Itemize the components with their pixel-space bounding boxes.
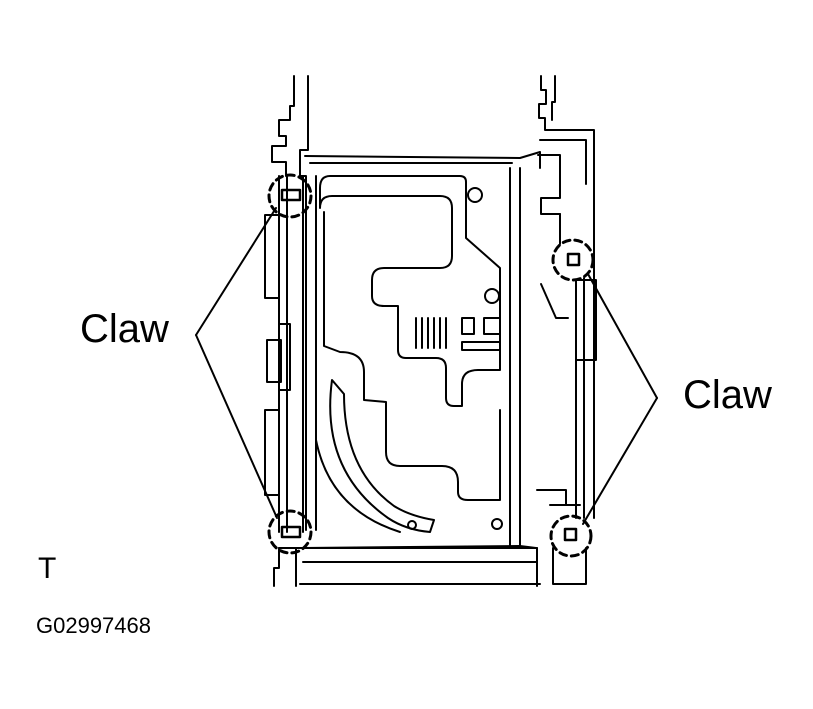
figure-id-label: G02997468 — [36, 613, 151, 638]
claw-marker-top-left — [267, 173, 313, 219]
claw-marker-top-right — [551, 238, 595, 282]
leader-lines-right — [582, 273, 658, 525]
left-frame-rail — [264, 75, 309, 587]
plate-channel — [315, 175, 503, 533]
leader-lines-left — [195, 207, 278, 519]
right-frame-rail — [536, 75, 597, 587]
view-code-label: T — [38, 552, 57, 585]
claw-marker-bottom-right — [549, 514, 593, 558]
claw-marker-bottom-left — [267, 509, 313, 555]
claw-label-left: Claw — [80, 307, 169, 351]
claw-label-right: Claw — [683, 373, 772, 417]
central-plate — [278, 151, 541, 585]
